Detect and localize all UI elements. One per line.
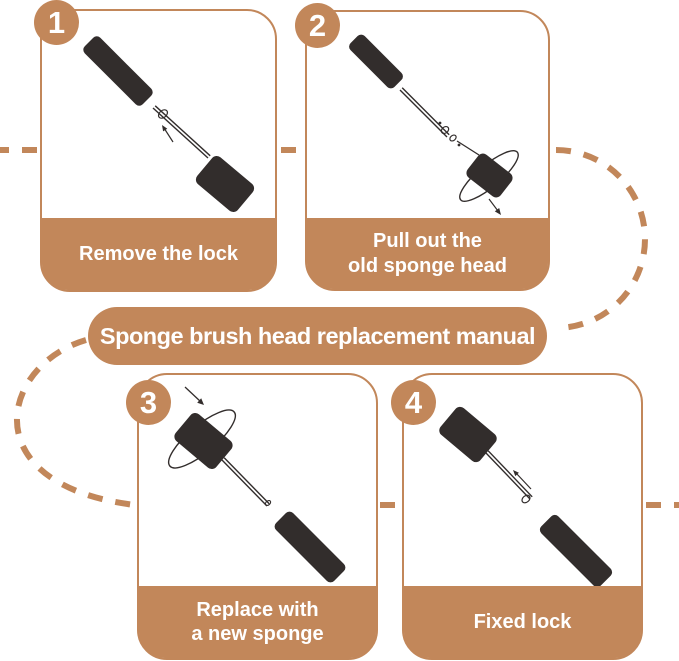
step-number-badge: 1 — [34, 0, 79, 45]
caption-line: old sponge head — [348, 254, 507, 277]
dashed-connector-right-loop — [555, 147, 648, 331]
sponge-brush-illustration-step2 — [349, 34, 519, 215]
wire-shaft — [399, 89, 448, 138]
lock-debris-speck — [457, 143, 461, 147]
arrow-head — [513, 470, 519, 477]
caption-line: Replace with — [196, 598, 319, 621]
arrow-head — [162, 125, 168, 132]
caption-line: a new sponge — [191, 623, 324, 645]
banner-title: Sponge brush head replacement manual — [99, 322, 536, 349]
sponge-brush-illustration-step4 — [439, 406, 613, 588]
sponge-handle — [83, 36, 153, 106]
lock-ring-icon — [449, 134, 457, 142]
sponge-handle — [274, 511, 346, 583]
step-number-badge: 3 — [126, 380, 171, 425]
step-caption: Fixed lock — [404, 586, 641, 658]
sponge-head — [174, 413, 233, 469]
arrow-head — [197, 398, 204, 405]
sponge-handle — [349, 34, 403, 89]
step-number: 2 — [308, 7, 327, 43]
lock-ring-icon — [440, 125, 450, 135]
title-banner: Sponge brush head replacement manual — [88, 307, 547, 365]
step-number: 3 — [139, 384, 158, 420]
lock-ring-icon — [157, 109, 169, 119]
step-number-badge: 4 — [391, 380, 436, 425]
step-number-badge: 2 — [295, 3, 340, 48]
wire-shaft — [223, 457, 270, 505]
lock-ring-icon — [521, 494, 531, 504]
sponge-head — [195, 156, 255, 212]
arrow-up-icon — [163, 127, 174, 143]
lock-ring-icon — [264, 499, 272, 507]
step-caption: Remove the lock — [42, 218, 275, 290]
caption-line: Remove the lock — [79, 242, 238, 265]
wire-shaft — [221, 459, 268, 507]
arrow-down-icon — [488, 198, 499, 212]
wire-shaft — [152, 107, 209, 159]
dashed-connector-left-loop — [14, 337, 136, 508]
arrow-head — [494, 208, 501, 215]
wire-shaft — [401, 87, 450, 136]
wire-shaft — [487, 450, 533, 498]
step-card-1: 1 Remove the lock — [34, 0, 277, 292]
caption-line: Fixed lock — [473, 610, 572, 633]
arrow-down-icon — [184, 386, 202, 403]
step-number: 1 — [47, 4, 66, 40]
sponge-head — [466, 153, 513, 198]
step-number: 4 — [404, 384, 423, 420]
step-caption: Replace with a new sponge — [139, 586, 376, 658]
sponge-head — [439, 406, 497, 463]
step-card-3: 3 Replace with a new sponge — [126, 373, 378, 660]
step-card-2: 2 Pull out the old sponge head — [295, 3, 550, 291]
wire-shaft — [485, 452, 531, 500]
caption-line: Pull out the — [373, 230, 482, 253]
step-caption: Pull out the old sponge head — [307, 218, 548, 289]
lock-debris-speck — [438, 121, 442, 125]
sponge-handle — [539, 514, 613, 588]
arrow-up-icon — [515, 472, 532, 490]
step-card-4: 4 Fixed lock — [391, 373, 643, 660]
sponge-brush-illustration-step3 — [167, 386, 346, 583]
wire-shaft — [456, 140, 480, 156]
sponge-brush-illustration-step1 — [83, 36, 255, 212]
wire-shaft — [154, 105, 211, 157]
